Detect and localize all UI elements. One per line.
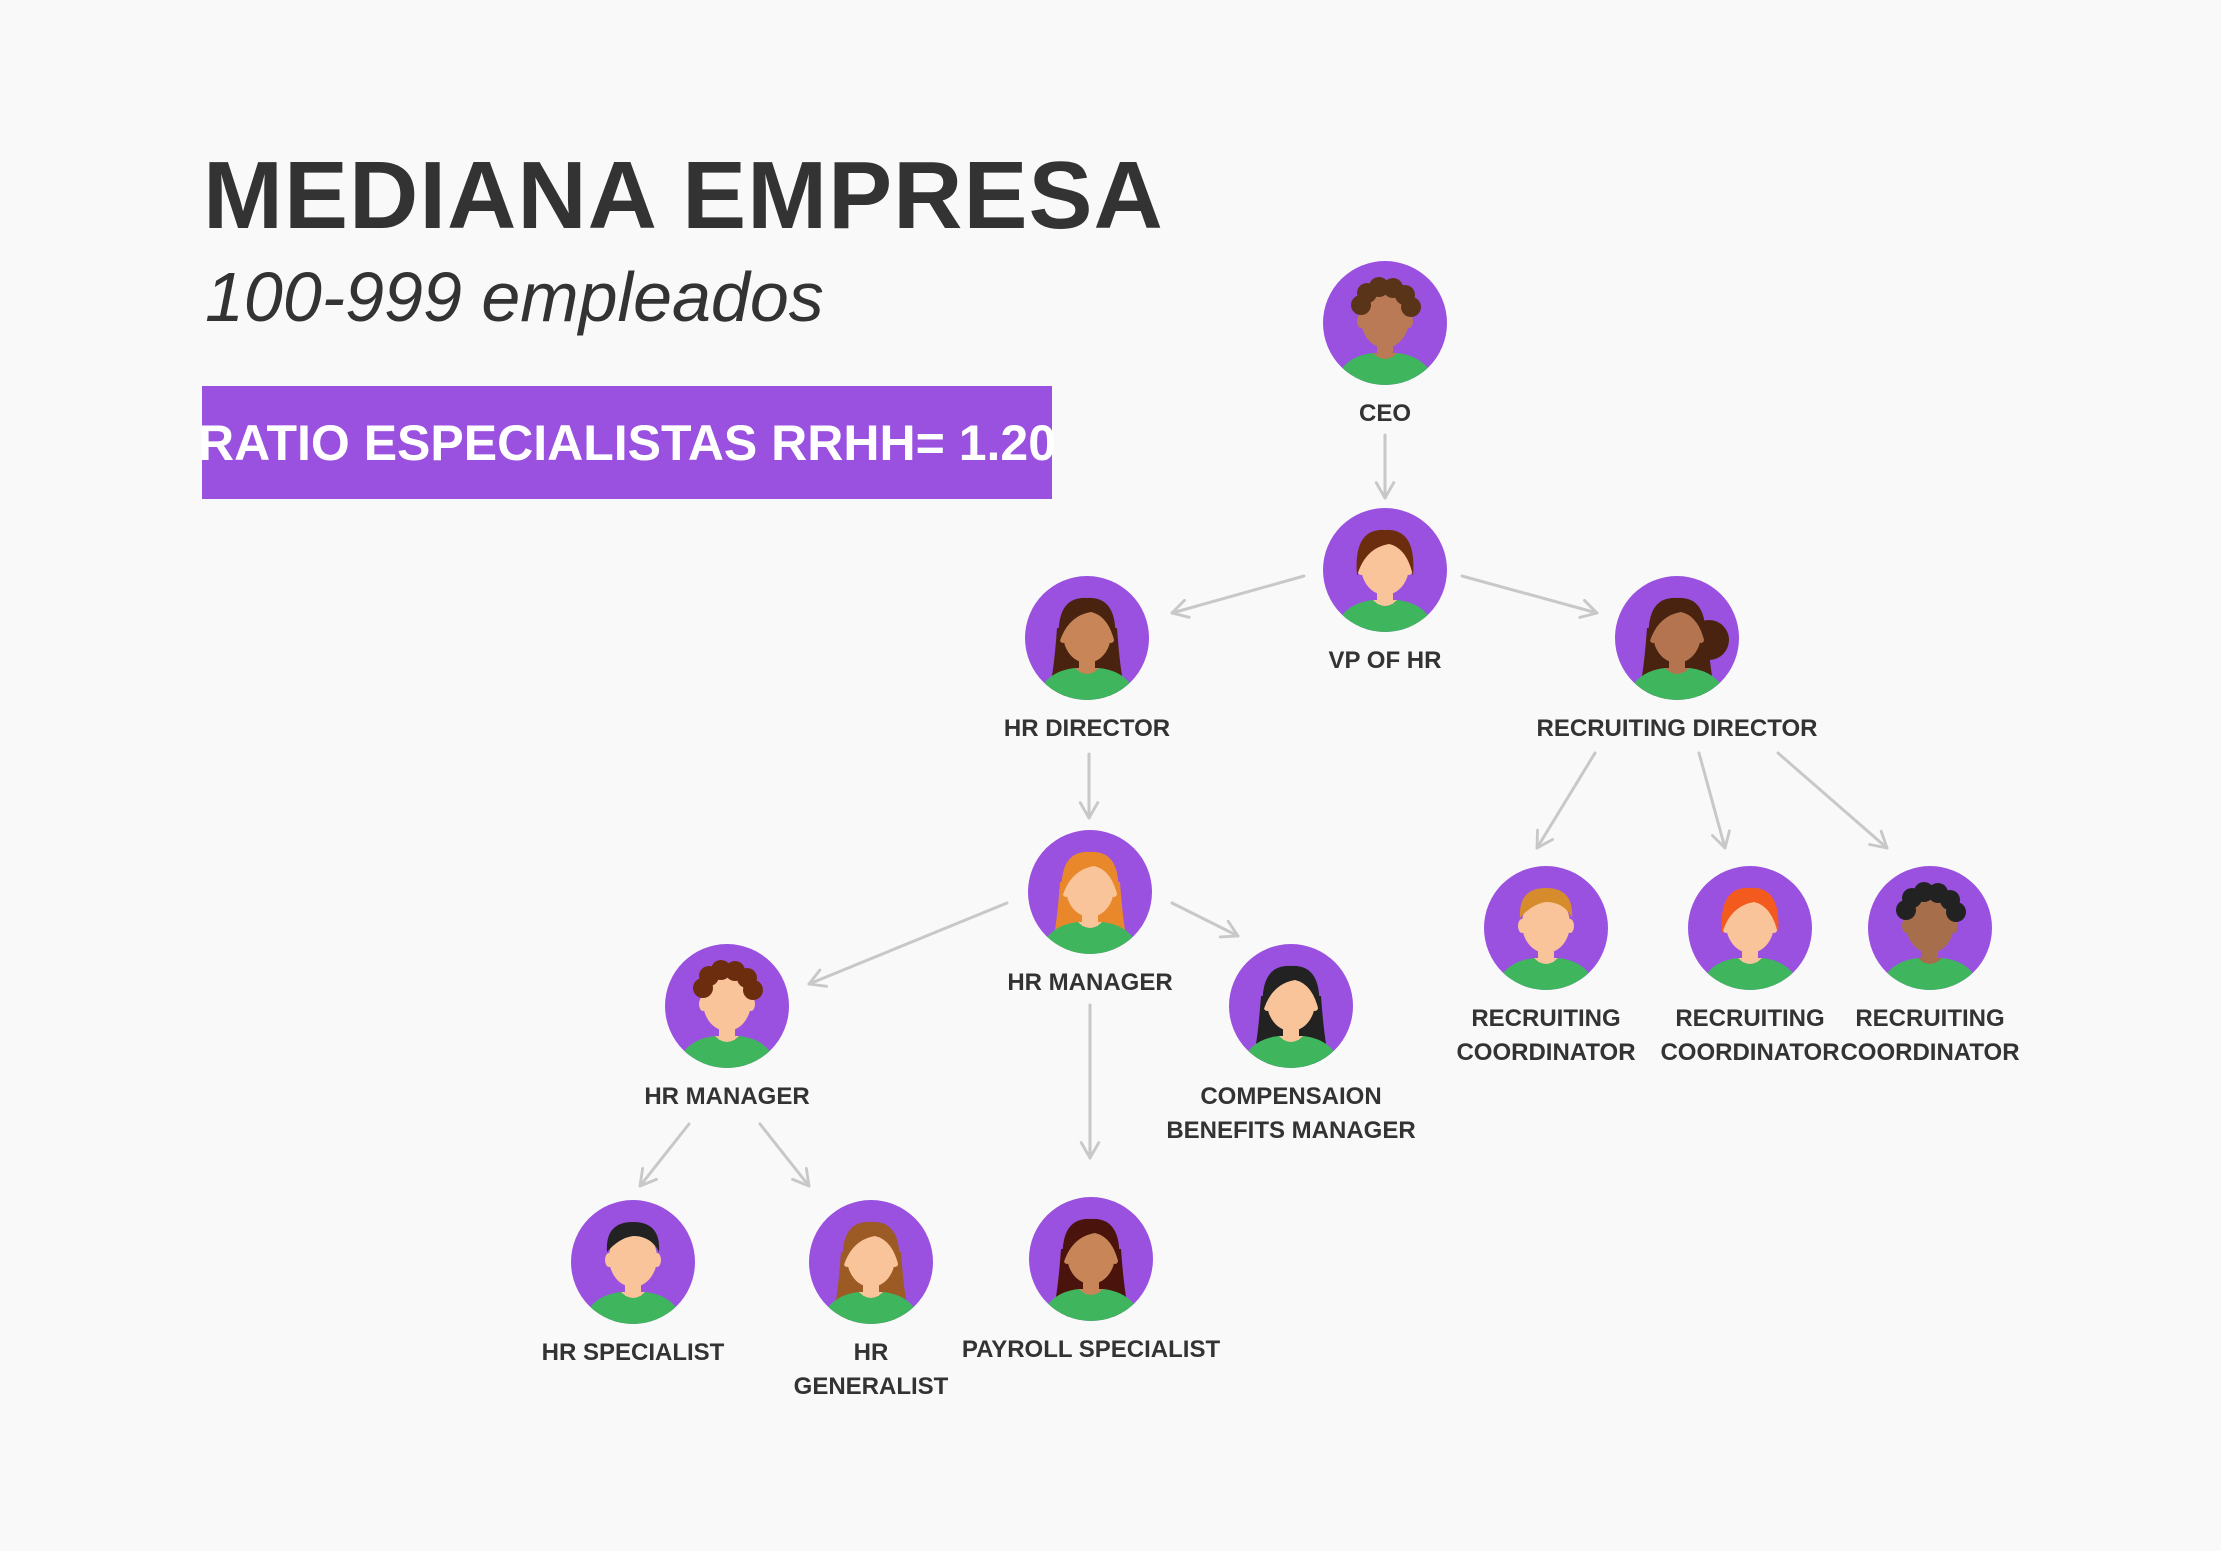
node-label: RECRUITING	[1471, 1005, 1620, 1032]
connector-arrow	[1170, 574, 1306, 619]
ratio-banner: RATIO ESPECIALISTAS RRHH= 1.20	[198, 386, 1056, 499]
ratio-label: RATIO ESPECIALISTAS RRHH= 1.20	[197, 414, 1057, 471]
node-label: HR SPECIALIST	[542, 1339, 725, 1366]
avatar-icon	[1688, 866, 1812, 990]
node-label: RECRUITING DIRECTOR	[1537, 715, 1818, 742]
node-label: COORDINATOR	[1840, 1039, 2019, 1066]
node-label: RECRUITING	[1855, 1005, 2004, 1032]
connector-arrow	[1535, 751, 1597, 850]
node-label: HR DIRECTOR	[1004, 715, 1170, 742]
node-label: RECRUITING	[1675, 1005, 1824, 1032]
avatar-icon	[1028, 830, 1152, 954]
org-node-hr-manager-2: HR MANAGER	[644, 944, 810, 1110]
org-node-recruiting-director: RECRUITING DIRECTOR	[1537, 576, 1818, 742]
node-label: COORDINATOR	[1456, 1039, 1635, 1066]
avatar-icon	[665, 944, 789, 1068]
node-label: COMPENSAION	[1200, 1083, 1381, 1110]
org-node-hr-manager-1: HR MANAGER	[1007, 830, 1173, 996]
avatar-icon	[1229, 944, 1353, 1068]
node-label: HR	[854, 1339, 889, 1366]
avatar-icon	[1868, 866, 1992, 990]
avatar-icon	[1025, 576, 1149, 700]
avatar-icon	[809, 1200, 933, 1324]
avatar-icon	[1029, 1197, 1153, 1321]
org-node-hr-specialist: HR SPECIALIST	[542, 1200, 725, 1366]
node-label: GENERALIST	[794, 1373, 949, 1400]
node-label: HR MANAGER	[644, 1083, 809, 1110]
avatar-icon	[1323, 508, 1447, 632]
org-node-ceo: CEO	[1323, 261, 1447, 427]
connector-arrow	[1697, 751, 1731, 850]
node-label: CEO	[1359, 400, 1411, 427]
connector-arrow	[1170, 901, 1240, 939]
org-node-payroll-specialist: PAYROLL SPECIALIST	[962, 1197, 1221, 1363]
org-node-vp-hr: VP OF HR	[1323, 508, 1447, 674]
org-node-hr-director: HR DIRECTOR	[1004, 576, 1170, 742]
connector-arrow	[1460, 574, 1599, 619]
avatar-icon	[1484, 866, 1608, 990]
node-label: BENEFITS MANAGER	[1166, 1117, 1415, 1144]
connector-arrow	[1776, 751, 1889, 850]
connector-arrow	[807, 901, 1009, 988]
connector-arrow	[758, 1122, 811, 1188]
page-title: MEDIANA EMPRESA	[203, 142, 1164, 249]
node-label: COORDINATOR	[1660, 1039, 1839, 1066]
org-node-comp-benefits: COMPENSAION BENEFITS MANAGER	[1166, 944, 1416, 1144]
node-label: HR MANAGER	[1007, 969, 1172, 996]
avatar-icon	[571, 1200, 695, 1324]
avatar-icon	[1323, 261, 1447, 385]
connectors	[638, 433, 1889, 1188]
node-label: PAYROLL SPECIALIST	[962, 1336, 1221, 1363]
org-node-rc-3: RECRUITING COORDINATOR	[1840, 866, 2020, 1066]
avatar-icon	[1615, 576, 1739, 700]
org-node-hr-generalist: HR GENERALIST	[794, 1200, 949, 1400]
page-subtitle: 100-999 empleados	[205, 258, 824, 336]
org-node-rc-2: RECRUITING COORDINATOR	[1660, 866, 1840, 1066]
org-node-rc-1: RECRUITING COORDINATOR	[1456, 866, 1636, 1066]
connector-arrow	[638, 1122, 691, 1188]
node-label: VP OF HR	[1329, 647, 1442, 674]
